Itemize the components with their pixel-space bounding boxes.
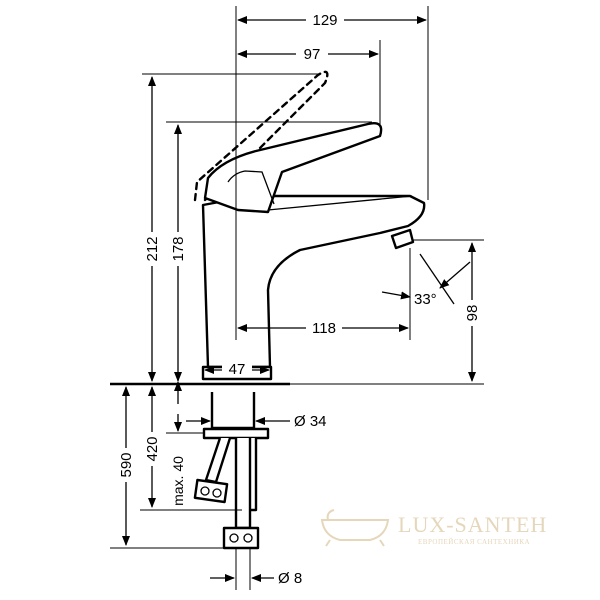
label-hose-length: 590 [118,452,135,477]
hose-nut-right [222,526,260,550]
dim-hose-diameter: Ø 8 [210,548,302,590]
dim-angle: 33° [381,253,471,308]
dim-overall-width: 129 [235,6,429,200]
dim-connection-420: 420 [140,386,242,511]
hose-left [204,437,232,484]
label-max-thickness: max. 40 [170,456,186,506]
watermark-tagline: ЕВРОПЕЙСКАЯ САНТЕХНИКА [418,538,530,546]
label-angle: 33° [414,291,437,308]
dim-spout-height: 98 [290,239,484,385]
faucet-body [110,70,426,550]
lever-raised-outline [193,70,329,202]
label-lever-width: 97 [304,46,321,63]
spout-aerator [390,228,415,250]
label-overall-width: 129 [312,12,337,29]
label-height-212: 212 [144,236,161,261]
hose-nut-left [193,478,229,504]
watermark-brand: LUX-SANTEH [398,512,547,537]
label-height-178: 178 [170,236,187,261]
dim-shank-diameter: Ø 34 [186,413,327,430]
fixing-washer [202,427,270,440]
bathtub-logo-icon [320,509,390,547]
label-connection-420: 420 [144,436,161,461]
label-spout-reach: 118 [312,320,336,337]
dim-lever-width: 97 [237,40,381,124]
lever-handle [203,122,383,214]
hose-nut-left-hole-b [212,488,222,498]
dim-height-212: 212 [140,73,320,382]
label-shank-diameter: Ø 34 [294,413,327,430]
dim-base-diameter: 47 [204,360,270,378]
mounting-shank [210,392,256,430]
dim-max-thickness: max. 40 [166,381,204,506]
hose-nut-right-hole-b [243,533,253,543]
hose-nut-right-hole-a [229,533,239,543]
dim-hose-length: 590 [110,386,224,549]
label-base-diameter: 47 [229,361,246,378]
hose-right [234,438,252,530]
spout-upper-line [267,195,413,211]
watermark: LUX-SANTEH ЕВРОПЕЙСКАЯ САНТЕХНИКА [320,509,547,547]
lever-detail-line [227,170,275,205]
dim-spout-reach: 118 [235,200,411,340]
label-spout-height: 98 [464,305,481,322]
hose-nut-left-hole-a [200,486,210,496]
label-hose-diameter: Ø 8 [278,570,302,587]
dim-height-178: 178 [166,121,372,382]
